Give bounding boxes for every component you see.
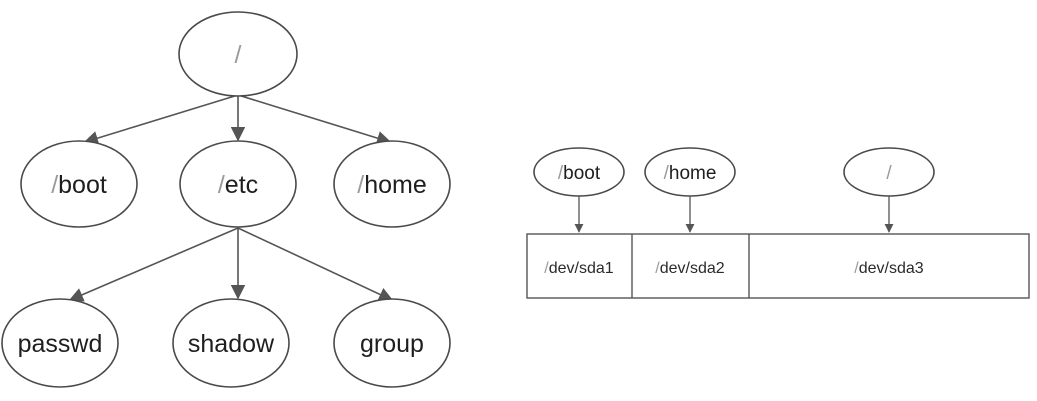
node-name: shadow <box>188 330 275 358</box>
partition-sda2: /dev/sda2 <box>655 260 724 277</box>
node-slash: / <box>218 171 225 199</box>
node-slash: / <box>357 171 364 199</box>
svg-text:/dev/sda2: /dev/sda2 <box>655 260 724 277</box>
svg-text:/boot: /boot <box>558 163 601 184</box>
node-name: boot <box>58 171 107 199</box>
edge-etc-passwd <box>68 227 239 302</box>
svg-text:/dev/sda3: /dev/sda3 <box>854 260 923 277</box>
root-slash: / <box>235 41 242 69</box>
svg-text:/dev/sda1: /dev/sda1 <box>544 260 613 277</box>
edge-root-home <box>237 94 392 146</box>
dev-slash: / <box>544 260 549 277</box>
dev-name: dev/sda1 <box>549 260 614 277</box>
svg-text:/etc: /etc <box>218 171 258 199</box>
mount-name: home <box>669 163 717 184</box>
svg-text:shadow: shadow <box>188 330 275 358</box>
svg-text:passwd: passwd <box>18 330 103 358</box>
svg-text:/: / <box>886 163 892 184</box>
directory-tree: / /boot /etc /home passwd <box>1 11 451 388</box>
tree-node-root: / <box>178 11 298 97</box>
partition-sda1: /dev/sda1 <box>544 260 613 277</box>
mount-slash: / <box>558 163 564 184</box>
svg-text:/: / <box>235 41 242 69</box>
svg-text:/boot: /boot <box>51 171 107 199</box>
edge-root-boot <box>83 94 239 146</box>
tree-node-home: /home <box>333 140 451 228</box>
tree-node-shadow: shadow <box>172 298 290 388</box>
node-name: group <box>360 330 424 358</box>
dev-slash: / <box>854 260 859 277</box>
svg-text:/home: /home <box>357 171 427 199</box>
mount-slash: / <box>886 163 892 184</box>
dev-slash: / <box>655 260 660 277</box>
partition-diagram: /boot /home / /dev/sda1 <box>526 147 1030 299</box>
node-name: etc <box>225 171 258 199</box>
mount-point-home: /home <box>644 147 736 197</box>
dev-name: dev/sda3 <box>859 260 924 277</box>
tree-node-etc: /etc <box>179 140 297 228</box>
mount-name: boot <box>563 163 601 184</box>
partition-sda3: /dev/sda3 <box>854 260 923 277</box>
node-name: passwd <box>18 330 103 358</box>
tree-node-group: group <box>333 298 451 388</box>
mount-point-root: / <box>843 147 935 197</box>
tree-node-passwd: passwd <box>1 298 119 388</box>
tree-node-boot: /boot <box>20 140 138 228</box>
svg-text:/home: /home <box>664 163 717 184</box>
node-name: home <box>364 171 427 199</box>
dev-name: dev/sda2 <box>660 260 725 277</box>
disk-bar <box>526 233 1030 299</box>
mount-point-boot: /boot <box>533 147 625 197</box>
mount-slash: / <box>664 163 670 184</box>
edge-etc-group <box>237 227 394 302</box>
svg-text:group: group <box>360 330 424 358</box>
node-slash: / <box>51 171 58 199</box>
